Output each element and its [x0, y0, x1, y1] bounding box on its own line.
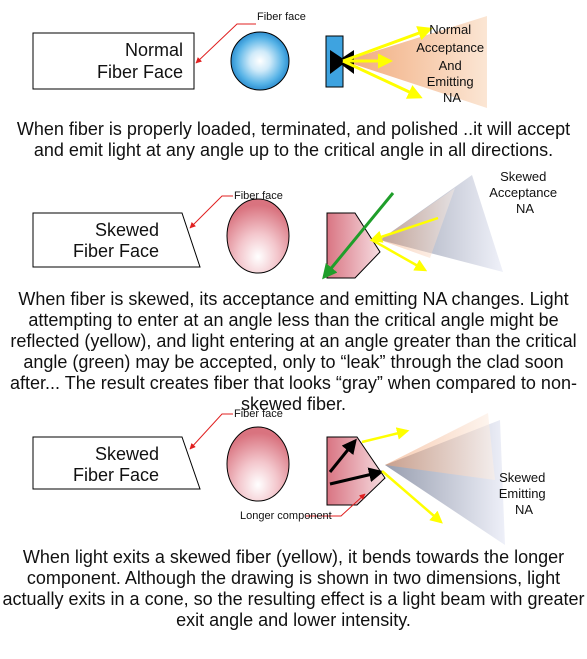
skewed-box2-label-line2: Fiber Face — [73, 465, 159, 485]
skewed-fiber-face-box — [32, 212, 201, 268]
caption-skewed-emitting: When light exits a skewed fiber (yellow)… — [2, 547, 585, 630]
caption-skewed-acceptance: When fiber is skewed, its acceptance and… — [10, 289, 577, 414]
skewed-fiber-face-ellipse-2 — [226, 426, 290, 502]
skewed-fiber-end-block-1 — [326, 212, 381, 279]
skewed-acceptance-label-line: NA — [516, 201, 534, 216]
normal-fiber-face-circle — [230, 31, 290, 91]
fiber-face-pointer-label-2: Fiber face — [234, 190, 283, 202]
fiber-face-pointer-line-1 — [195, 23, 256, 64]
skewed-box-label-line1: Skewed — [95, 220, 159, 240]
skewed-emitting-cone-orange — [385, 413, 495, 480]
internal-black-arrows — [328, 438, 384, 486]
normal-cone-label-line: And — [439, 58, 462, 73]
skewed-fiber-face-box-2 — [32, 436, 201, 490]
panel-skewed-acceptance: Skewed Fiber Face Fiber face Skewed Acce… — [32, 169, 561, 280]
normal-box-label-line2: Fiber Face — [97, 62, 183, 82]
fiber-face-pointer-label-3: Fiber face — [234, 408, 283, 420]
skewed-acceptance-label-line: Skewed — [500, 169, 546, 184]
normal-cone-label-line: NA — [443, 90, 461, 105]
skewed-emitting-label-line: Skewed — [499, 470, 545, 485]
caption-normal: When fiber is properly loaded, terminate… — [16, 119, 571, 160]
accepted-green-ray — [322, 192, 395, 280]
skewed-fiber-end-block-2 — [326, 436, 386, 506]
normal-cone-label-line: Normal — [429, 22, 471, 37]
normal-box-label-line1: Normal — [125, 40, 183, 60]
panel-skewed-emitting: Skewed Fiber Face Fiber face Longer comp… — [32, 408, 550, 545]
longer-component-label: Longer component — [240, 510, 332, 522]
skewed-emitting-label-line: NA — [515, 502, 533, 517]
skewed-emitting-label: Skewed Emitting NA — [499, 470, 550, 517]
skewed-fiber-face-ellipse-1 — [226, 198, 290, 274]
normal-cone-label-line: Acceptance — [416, 40, 484, 55]
skewed-acceptance-label: Skewed Acceptance NA — [489, 169, 561, 216]
normal-cone-label: Normal Acceptance And Emitting NA — [416, 22, 488, 105]
normal-yellow-rays — [342, 26, 433, 99]
normal-cone-label-line: Emitting — [427, 74, 474, 89]
normal-fiber-face-box — [32, 32, 195, 90]
normal-fiber-bowtie — [330, 50, 354, 74]
skewed-emitting-label-line: Emitting — [499, 486, 546, 501]
skewed-acceptance-cone-orange — [380, 188, 455, 258]
panel-normal-fiber: Normal Fiber Face Fiber face Normal Acce… — [32, 11, 488, 108]
skewed-acceptance-label-line: Acceptance — [489, 185, 557, 200]
skewed-box-label-line2: Fiber Face — [73, 241, 159, 261]
fiber-face-pointer-line-2 — [189, 195, 233, 229]
exit-yellow-rays — [361, 427, 443, 524]
longer-component-pointer-line — [306, 493, 366, 517]
fiber-face-pointer-line-3 — [189, 413, 233, 450]
reflected-yellow-rays — [369, 216, 439, 272]
normal-acceptance-cone — [344, 16, 487, 108]
fiber-face-pointer-label-1: Fiber face — [257, 11, 306, 23]
skewed-box2-label-line1: Skewed — [95, 444, 159, 464]
